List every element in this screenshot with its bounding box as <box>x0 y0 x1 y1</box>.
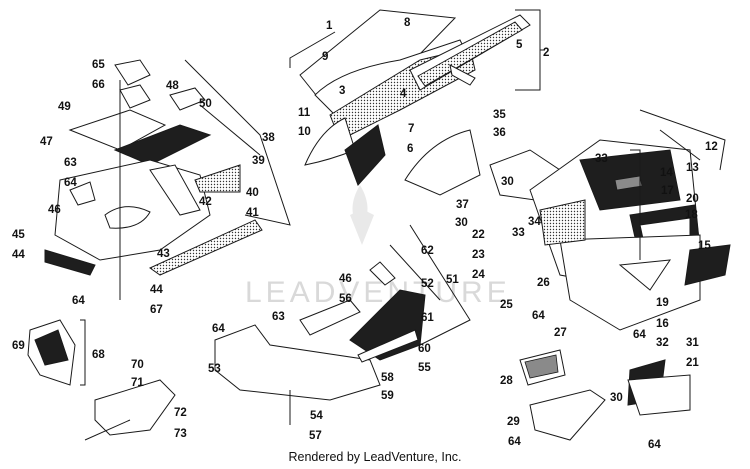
callout-8: 8 <box>404 17 411 29</box>
callout-30a: 30 <box>455 217 468 229</box>
callout-61: 61 <box>421 312 434 324</box>
callout-58: 58 <box>381 372 394 384</box>
callout-33b: 33 <box>512 227 525 239</box>
lower-bracket-assembly <box>519 349 691 441</box>
callout-43: 43 <box>157 248 170 260</box>
callout-11: 11 <box>298 107 311 119</box>
callout-23: 23 <box>472 249 485 261</box>
callout-32: 32 <box>656 337 669 349</box>
callout-15: 15 <box>698 240 711 252</box>
callout-49: 49 <box>58 101 71 113</box>
callout-12: 12 <box>705 141 718 153</box>
callout-59: 59 <box>381 390 394 402</box>
callout-56: 56 <box>339 293 352 305</box>
side-panel-assembly <box>404 129 731 331</box>
callout-54: 54 <box>310 410 323 422</box>
callout-30c: 30 <box>610 392 623 404</box>
callout-28: 28 <box>500 375 513 387</box>
callout-53: 53 <box>208 363 221 375</box>
callout-38: 38 <box>262 132 275 144</box>
callout-29: 29 <box>507 416 520 428</box>
callout-60: 60 <box>418 343 431 355</box>
lower-left-assembly <box>27 319 176 441</box>
callout-3: 3 <box>339 85 345 97</box>
callout-63a: 63 <box>64 157 77 169</box>
callout-21: 21 <box>686 357 699 369</box>
callout-45: 45 <box>12 229 25 241</box>
callout-57: 57 <box>309 430 322 442</box>
callout-25: 25 <box>500 299 513 311</box>
callout-64e: 64 <box>633 329 646 341</box>
callout-44a: 44 <box>12 249 25 261</box>
callout-33a: 33 <box>595 153 608 165</box>
callout-64f: 64 <box>508 436 521 448</box>
callout-64a: 64 <box>64 177 77 189</box>
callout-30b: 30 <box>501 176 514 188</box>
callout-55: 55 <box>418 362 431 374</box>
callout-48: 48 <box>166 80 179 92</box>
callout-5: 5 <box>516 39 523 51</box>
callout-24: 24 <box>472 269 485 281</box>
callout-70: 70 <box>131 359 144 371</box>
callout-35: 35 <box>493 109 506 121</box>
callout-69: 69 <box>12 340 25 352</box>
callout-4: 4 <box>400 88 407 100</box>
callout-52: 52 <box>421 278 434 290</box>
callout-51: 51 <box>446 274 459 286</box>
callout-50: 50 <box>199 98 212 110</box>
hood-assembly <box>44 59 263 276</box>
callout-72: 72 <box>174 407 187 419</box>
callout-65: 65 <box>92 59 105 71</box>
callout-66: 66 <box>92 79 105 91</box>
callout-6: 6 <box>407 143 413 155</box>
callout-9: 9 <box>322 51 328 63</box>
callout-64b: 64 <box>72 295 85 307</box>
callout-46b: 46 <box>339 273 352 285</box>
callout-20: 20 <box>686 193 699 205</box>
callout-68: 68 <box>92 349 105 361</box>
callout-64c: 64 <box>212 323 225 335</box>
callout-1: 1 <box>326 20 333 32</box>
callout-10: 10 <box>298 126 311 138</box>
windshield-assembly <box>299 9 531 186</box>
callout-64d: 64 <box>532 310 545 322</box>
callout-34: 34 <box>528 216 541 228</box>
callout-36: 36 <box>493 127 506 139</box>
callout-64g: 64 <box>648 439 661 451</box>
callout-17: 17 <box>661 185 674 197</box>
callout-37: 37 <box>456 199 469 211</box>
callout-7: 7 <box>408 123 414 135</box>
callout-26: 26 <box>537 277 550 289</box>
watermark-logo <box>350 185 374 245</box>
callout-27: 27 <box>554 327 567 339</box>
callout-31: 31 <box>686 337 699 349</box>
callout-19: 19 <box>656 297 669 309</box>
callout-67: 67 <box>150 304 163 316</box>
callout-63b: 63 <box>272 311 285 323</box>
callout-labels: 1 2 3 4 5 6 7 8 9 10 11 12 13 14 15 16 1… <box>12 17 718 451</box>
belly-pan-assembly <box>214 261 426 401</box>
callout-16: 16 <box>656 318 669 330</box>
callout-44b: 44 <box>150 284 163 296</box>
callout-62: 62 <box>421 245 434 257</box>
callout-71: 71 <box>131 377 144 389</box>
callout-22: 22 <box>472 229 485 241</box>
callout-2: 2 <box>543 47 549 59</box>
callout-42: 42 <box>199 196 212 208</box>
callout-47: 47 <box>40 136 53 148</box>
callout-39: 39 <box>252 155 265 167</box>
callout-41: 41 <box>246 207 259 219</box>
callout-40: 40 <box>246 187 259 199</box>
footer-caption: Rendered by LeadVenture, Inc. <box>288 450 462 464</box>
callout-46a: 46 <box>48 204 61 216</box>
callout-18: 18 <box>685 209 698 221</box>
callout-14: 14 <box>660 167 673 179</box>
watermark-text: LEADVENTURE <box>245 276 511 309</box>
callout-73: 73 <box>174 428 187 440</box>
leader-lines <box>80 9 726 425</box>
callout-13: 13 <box>686 162 699 174</box>
